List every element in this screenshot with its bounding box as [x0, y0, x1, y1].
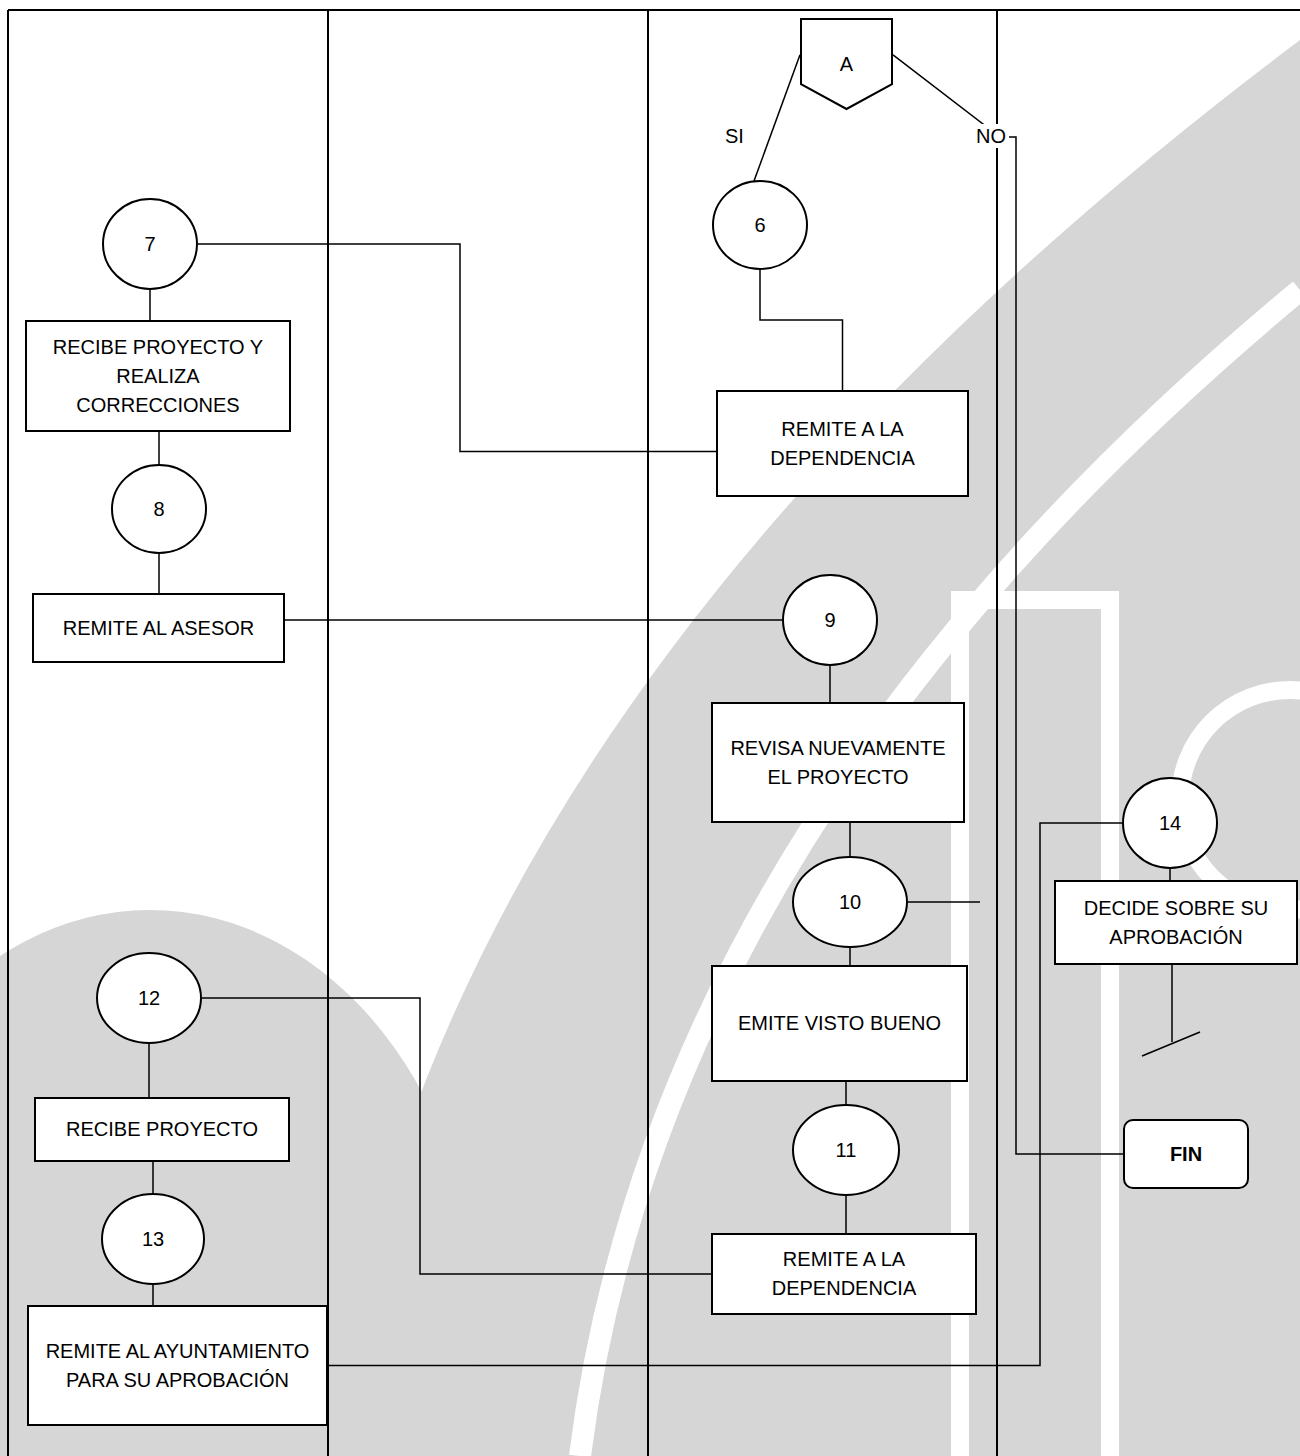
circle-shape — [112, 465, 206, 553]
flow-connector — [158, 432, 160, 464]
circle-shape — [1123, 778, 1217, 868]
circle-shape — [793, 1105, 899, 1195]
step-circle: 14 — [1122, 777, 1218, 869]
flow-connector — [829, 666, 831, 702]
flow-connector — [849, 823, 851, 856]
circle-shape — [97, 953, 201, 1043]
flow-connector — [845, 1082, 847, 1104]
edge-label: SI — [722, 124, 747, 148]
stub-slash — [1142, 1032, 1200, 1056]
flow-connector — [849, 948, 851, 965]
step-circle: 9 — [782, 574, 878, 666]
watermark — [0, 40, 1300, 1456]
step-circle: 8 — [111, 464, 207, 554]
node-text: RECIBE PROYECTO Y REALIZA CORRECCIONES — [35, 333, 281, 420]
step-circle: 10 — [792, 856, 908, 948]
step-circle: 13 — [101, 1193, 205, 1285]
swimlanes — [8, 10, 1300, 1456]
stub-line — [1171, 965, 1173, 1042]
process-box: REMITE A LA DEPENDENCIA — [716, 390, 969, 497]
offpage-connector: A — [800, 18, 893, 110]
watermark-shape — [330, 40, 1300, 1456]
watermark-band — [960, 600, 1110, 1456]
node-text: 11 — [836, 1136, 857, 1165]
watermark-shape — [0, 910, 480, 1456]
stub-line — [908, 901, 980, 903]
node-text: FIN — [1170, 1140, 1202, 1169]
node-text: 8 — [153, 495, 164, 524]
node-text: DECIDE SOBRE SU APROBACIÓN — [1064, 894, 1288, 952]
watermark-band — [580, 290, 1300, 1456]
node-text: A — [840, 50, 853, 79]
process-box: RECIBE PROYECTO — [34, 1097, 290, 1162]
flow-connector — [285, 619, 782, 621]
pentagon-shape — [801, 19, 892, 109]
flow-connector — [760, 270, 843, 390]
lane-border — [327, 10, 329, 1456]
node-text: 6 — [754, 211, 765, 240]
step-circle: 7 — [102, 198, 198, 290]
flow-connector — [149, 290, 151, 320]
node-text: REMITE AL ASESOR — [63, 614, 255, 643]
node-text: REVISA NUEVAMENTE EL PROYECTO — [721, 734, 955, 792]
process-box: DECIDE SOBRE SU APROBACIÓN — [1054, 880, 1298, 965]
process-box: REVISA NUEVAMENTE EL PROYECTO — [711, 702, 965, 823]
circle-shape — [103, 199, 197, 289]
flow-connector — [158, 554, 160, 593]
circle-shape — [713, 181, 807, 269]
process-box: RECIBE PROYECTO Y REALIZA CORRECCIONES — [25, 320, 291, 432]
flow-connector — [754, 55, 800, 181]
node-text: 12 — [138, 984, 160, 1013]
node-text: 7 — [144, 230, 155, 259]
lane-border — [7, 10, 9, 1456]
node-text: REMITE A LA DEPENDENCIA — [721, 1245, 967, 1303]
node-text: REMITE A LA DEPENDENCIA — [726, 415, 959, 473]
flow-connector — [328, 823, 1122, 1366]
circle-shape — [102, 1194, 204, 1284]
process-box: REMITE AL ASESOR — [32, 593, 285, 663]
flow-connector — [1169, 869, 1171, 880]
node-text: EMITE VISTO BUENO — [738, 1009, 941, 1038]
lane-border — [647, 10, 649, 1456]
node-text: 13 — [142, 1225, 164, 1254]
node-text: RECIBE PROYECTO — [66, 1115, 258, 1144]
circle-shape — [783, 575, 877, 665]
process-box: REMITE AL AYUNTAMIENTO PARA SU APROBACIÓ… — [27, 1305, 328, 1426]
edge-label: NO — [973, 124, 1009, 148]
step-circle: 6 — [712, 180, 808, 270]
node-text: 14 — [1159, 809, 1181, 838]
node-text: REMITE AL AYUNTAMIENTO PARA SU APROBACIÓ… — [37, 1337, 318, 1395]
flow-connector — [148, 1044, 150, 1097]
terminator-box: FIN — [1123, 1119, 1249, 1189]
lane-border — [996, 10, 998, 1456]
flow-connector — [152, 1285, 154, 1305]
step-circle: 12 — [96, 952, 202, 1044]
step-circle: 11 — [792, 1104, 900, 1196]
flow-connector — [152, 1162, 154, 1193]
node-text: 10 — [839, 888, 861, 917]
process-box: REMITE A LA DEPENDENCIA — [711, 1233, 977, 1315]
circle-shape — [793, 857, 907, 947]
node-text: 9 — [824, 606, 835, 635]
process-box: EMITE VISTO BUENO — [711, 965, 968, 1082]
flow-connector — [845, 1196, 847, 1233]
lane-border — [8, 9, 1300, 11]
